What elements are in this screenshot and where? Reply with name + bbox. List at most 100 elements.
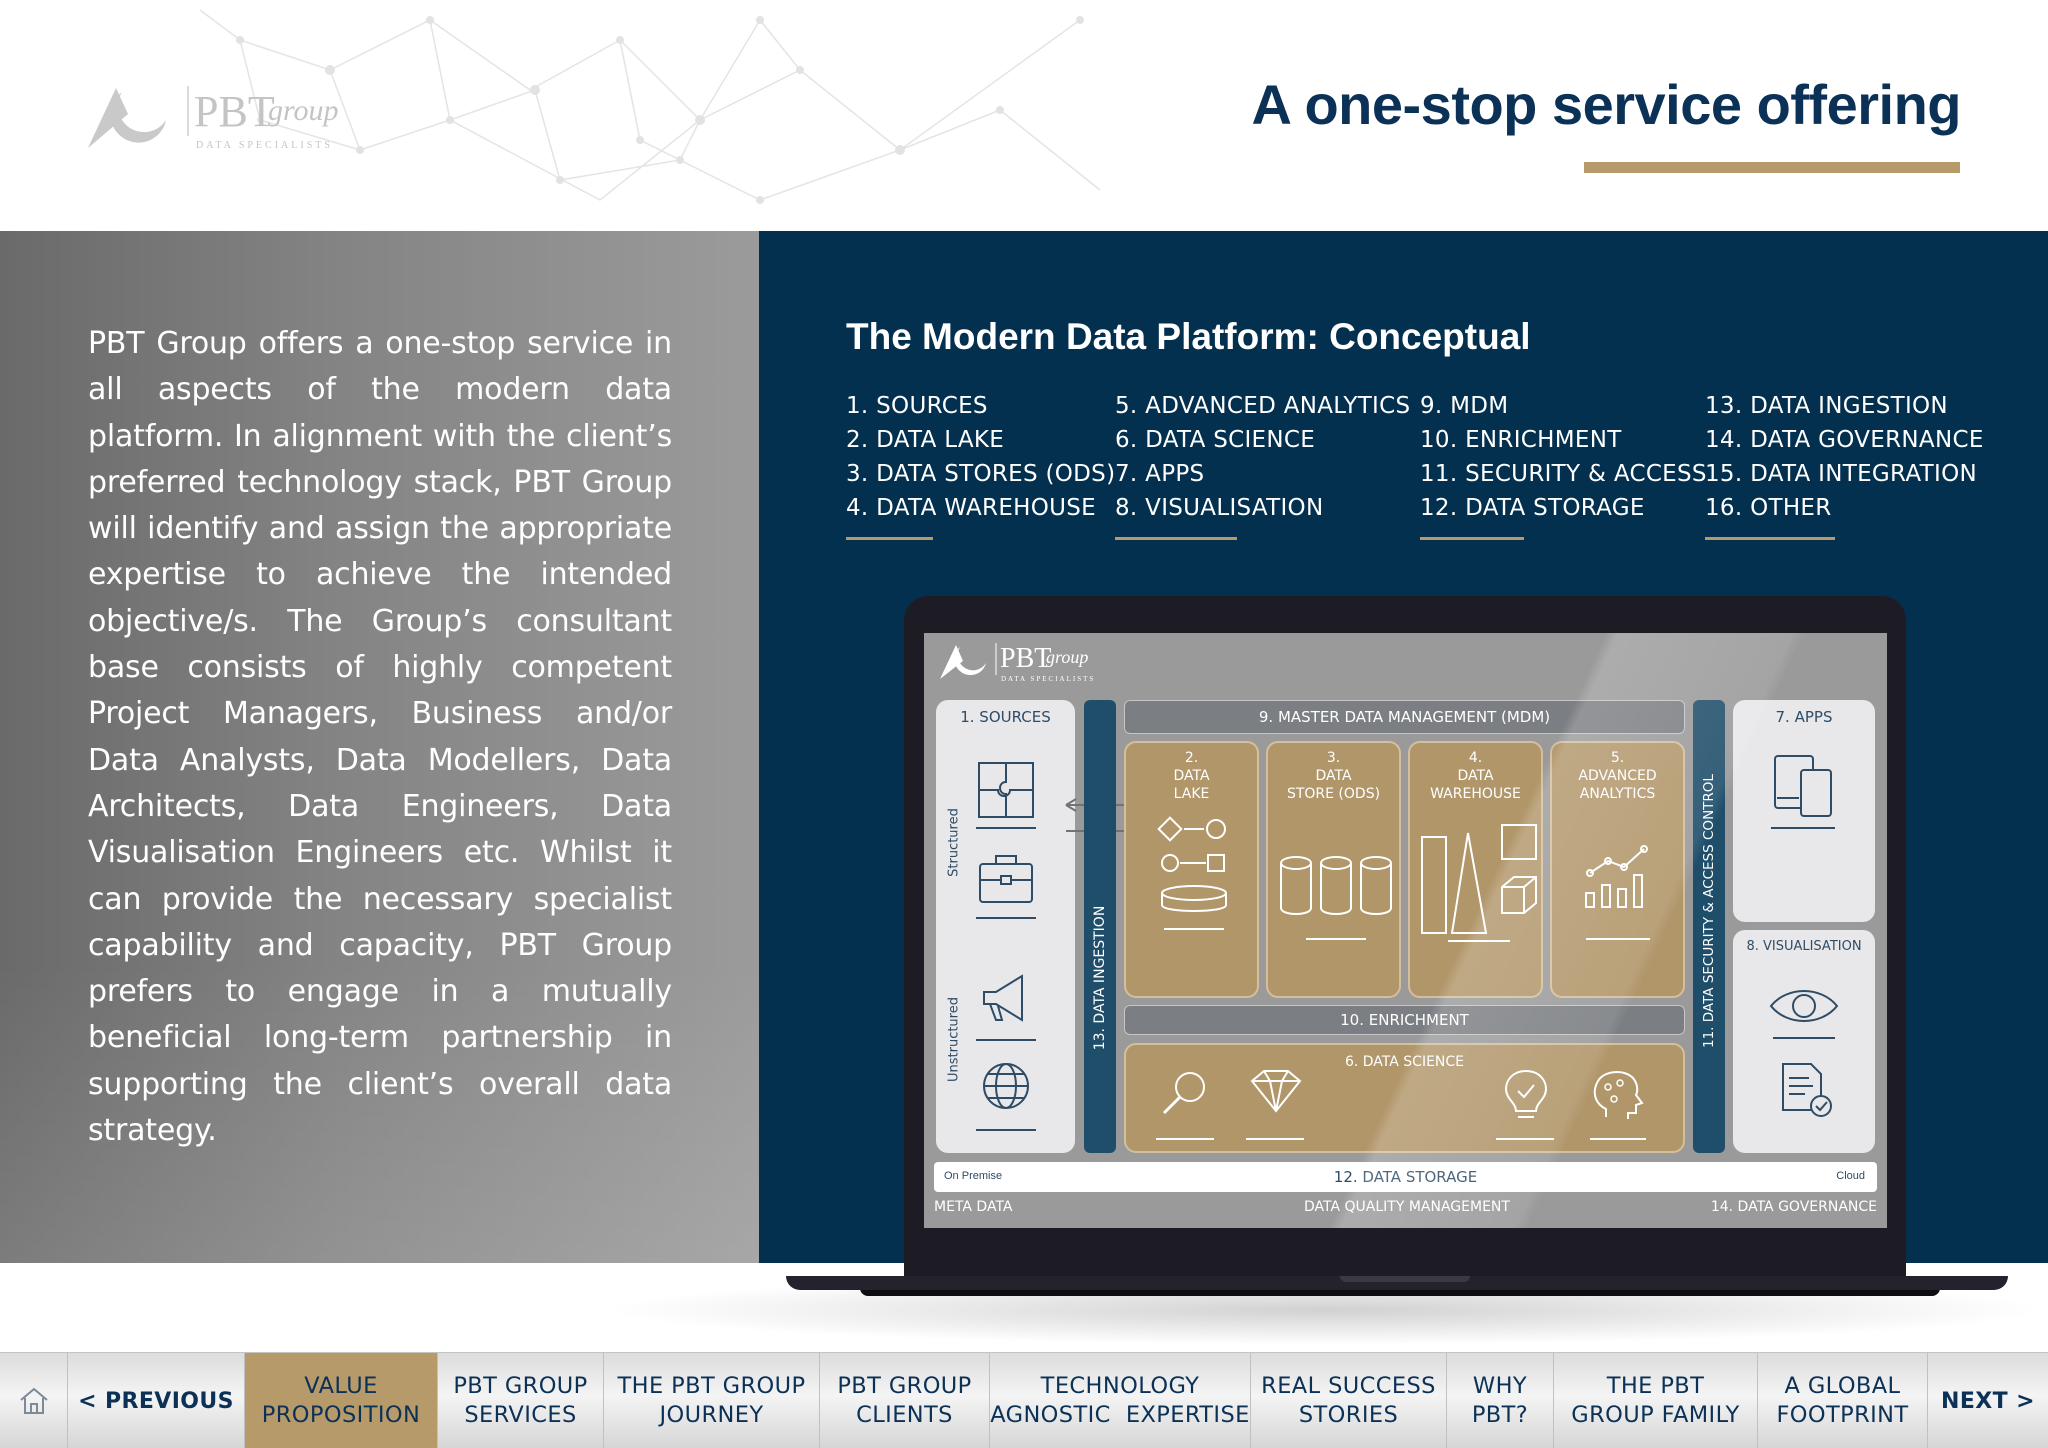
next-label: NEXT > (1941, 1388, 2035, 1414)
legend-item: 13. DATA INGESTION (1705, 393, 1948, 419)
enrichment-bar: 10. ENRICHMENT (1124, 1005, 1685, 1035)
title-underline (1584, 162, 1960, 173)
warehouse-shapes-icon (1421, 824, 1537, 942)
legend-item: 15. DATA INTEGRATION (1705, 461, 1977, 487)
laptop-base-under (860, 1288, 1940, 1296)
meta-data-label: META DATA (934, 1199, 1013, 1215)
legend-column-4: 13. DATA INGESTION 14. DATA GOVERNANCE 1… (1705, 389, 1984, 525)
visualisation-label: 8. VISUALISATION (1746, 939, 1862, 954)
security-bar: 11. DATA SECURITY & ACCESS CONTROL (1693, 700, 1725, 1153)
legend-item: 8. VISUALISATION (1115, 495, 1324, 521)
svg-text:DATA SPECIALISTS: DATA SPECIALISTS (196, 140, 333, 151)
report-check-icon (1782, 1063, 1832, 1117)
network-pattern (199, 9, 1101, 204)
previous-label: < PREVIOUS (78, 1388, 234, 1414)
diagram-logo: PBT group DATA SPECIALISTS (940, 643, 1095, 683)
security-label: 11. DATA SECURITY & ACCESS CONTROL (1701, 774, 1717, 1048)
legend-item: 2. DATA LAKE (846, 427, 1005, 453)
legend-item: 16. OTHER (1705, 495, 1832, 521)
data-science-label: 6. DATA SCIENCE (1344, 1054, 1465, 1070)
legend-column-2: 5. ADVANCED ANALYTICS 6. DATA SCIENCE 7.… (1115, 389, 1410, 525)
legend-item: 4. DATA WAREHOUSE (846, 495, 1097, 521)
laptop-notch (1340, 1276, 1470, 1282)
on-premise-label: On Premise (944, 1170, 1003, 1182)
svg-text:PBT: PBT (1000, 643, 1051, 674)
data-quality-label: DATA QUALITY MANAGEMENT (1304, 1199, 1510, 1215)
apps-box: 7. APPS (1733, 700, 1875, 922)
legend-item: 9. MDM (1420, 393, 1509, 419)
legend-item: 14. DATA GOVERNANCE (1705, 427, 1984, 453)
enrichment-label: 10. ENRICHMENT (1340, 1011, 1469, 1029)
page-title: A one-stop service offering (1251, 73, 1962, 136)
previous-button[interactable]: < PREVIOUS (68, 1353, 245, 1448)
home-icon (19, 1387, 48, 1414)
legend-item: 3. DATA STORES (ODS) (846, 461, 1116, 487)
next-button[interactable]: NEXT > (1928, 1353, 2048, 1448)
legend-item: 7. APPS (1115, 461, 1205, 487)
ai-head-icon (1590, 1071, 1646, 1140)
puzzle-icon (976, 762, 1036, 829)
header: PBT group DATA SPECIALISTS A one-stop se… (0, 0, 2048, 231)
ingestion-label: 13. DATA INGESTION (1092, 905, 1108, 1051)
intro-panel: PBT Group offers a one-stop service in a… (0, 231, 759, 1263)
home-button[interactable] (0, 1353, 68, 1448)
legend-rule (1115, 537, 1237, 540)
sources-box: 1. SOURCES Structured Unstructured (936, 700, 1075, 1153)
legend-item: 10. ENRICHMENT (1420, 427, 1622, 453)
legend-column-3: 9. MDM 10. ENRICHMENT 11. SECURITY & ACC… (1420, 389, 1707, 525)
magnifier-icon (1156, 1072, 1214, 1140)
mdm-bar: 9. MASTER DATA MANAGEMENT (MDM) (1124, 700, 1685, 734)
eye-icon (1769, 990, 1839, 1039)
legend-item: 6. DATA SCIENCE (1115, 427, 1316, 453)
devices-icon (1771, 755, 1835, 829)
legend-rule (1705, 537, 1835, 540)
legend-rule (846, 537, 933, 540)
data-science-box: 6. DATA SCIENCE (1124, 1043, 1685, 1153)
platform-diagram: PBT group DATA SPECIALISTS 1. SOURCES St… (924, 633, 1887, 1228)
mdm-label: 9. MASTER DATA MANAGEMENT (MDM) (1258, 708, 1551, 726)
visualisation-box: 8. VISUALISATION (1733, 930, 1875, 1153)
data-governance-label: 14. DATA GOVERNANCE (1710, 1199, 1877, 1215)
platform-title: The Modern Data Platform: Conceptual (846, 316, 1531, 357)
svg-text:DATA SPECIALISTS: DATA SPECIALISTS (1001, 675, 1095, 683)
legend-item: 11. SECURITY & ACCESS (1420, 461, 1707, 487)
legend-column-1: 1. SOURCES 2. DATA LAKE 3. DATA STORES (… (846, 389, 1115, 525)
sources-label: 1. SOURCES (960, 708, 1051, 726)
governance-row: META DATA DATA QUALITY MANAGEMENT 14. DA… (934, 1199, 1877, 1221)
svg-text:group: group (1046, 647, 1088, 667)
legend-item: 12. DATA STORAGE (1420, 495, 1645, 521)
svg-text:PBT: PBT (194, 87, 275, 136)
megaphone-icon (976, 974, 1036, 1041)
diamond-icon (1246, 1070, 1304, 1140)
data-storage-bar: On Premise 12. DATA STORAGE Cloud (934, 1162, 1877, 1192)
globe-icon (976, 1063, 1036, 1131)
svg-text:group: group (268, 94, 339, 127)
analytics-chart-icon (1585, 845, 1650, 940)
legend-rule (1420, 537, 1524, 540)
